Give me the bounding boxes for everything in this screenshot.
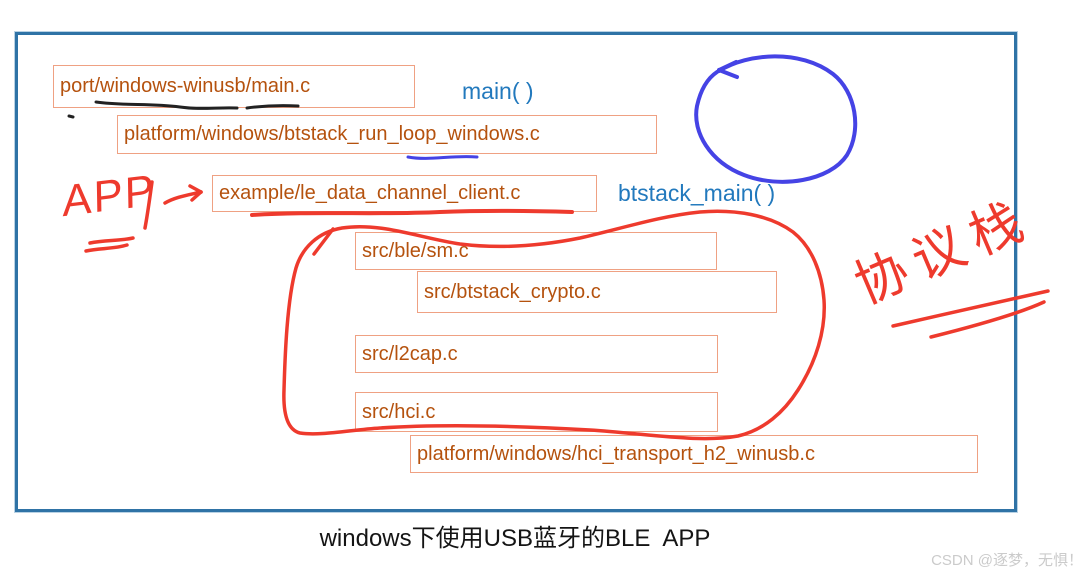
file-box-crypto: src/btstack_crypto.c	[417, 271, 777, 313]
watermark: CSDN @逐梦，无惧！	[931, 552, 1083, 569]
file-box-label: src/ble/sm.c	[362, 239, 469, 262]
diagram-frame	[15, 32, 1017, 512]
file-box-label: src/btstack_crypto.c	[424, 280, 601, 303]
function-label-main: main( )	[462, 78, 534, 104]
file-box-label: src/hci.c	[362, 400, 436, 423]
file-box-l2cap: src/l2cap.c	[355, 335, 718, 373]
file-box-hci-transport: platform/windows/hci_transport_h2_winusb…	[410, 435, 978, 473]
file-box-label: platform/windows/hci_transport_h2_winusb…	[417, 442, 815, 465]
function-label-btstack-main: btstack_main( )	[618, 180, 776, 206]
file-box-label: port/windows-winusb/main.c	[60, 75, 311, 97]
file-box-hci: src/hci.c	[355, 392, 718, 432]
file-box-example-client: example/le_data_channel_client.c	[212, 175, 597, 212]
file-box-port-main: port/windows-winusb/main.c	[53, 65, 415, 108]
file-box-run-loop: platform/windows/btstack_run_loop_window…	[117, 115, 657, 154]
file-box-label: src/l2cap.c	[362, 342, 458, 365]
file-box-sm: src/ble/sm.c	[355, 232, 717, 270]
caption: windows下使用USB蓝牙的BLE APP	[319, 525, 711, 552]
file-box-label: platform/windows/btstack_run_loop_window…	[124, 123, 540, 145]
file-box-label: example/le_data_channel_client.c	[219, 182, 521, 204]
